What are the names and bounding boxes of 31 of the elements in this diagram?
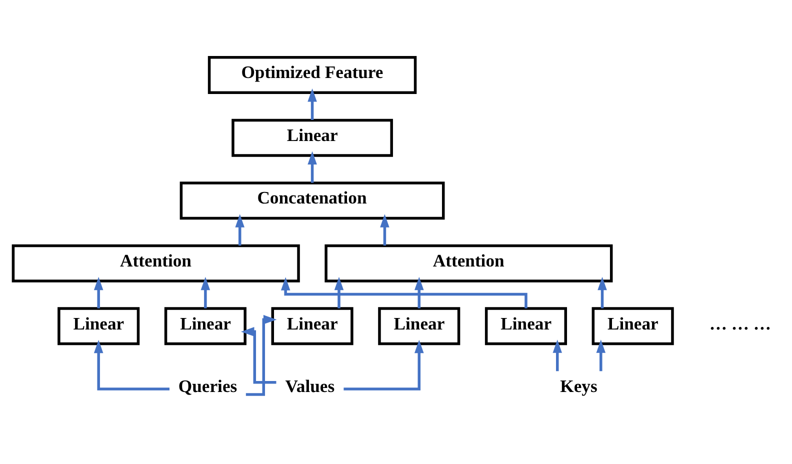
arrow (246, 314, 277, 396)
node-box: Attention (324, 244, 613, 282)
node-box: Linear (58, 307, 140, 346)
node-box: Concatenation (180, 182, 445, 220)
arrow (308, 88, 317, 120)
arrow (334, 276, 344, 308)
node-box: Linear (592, 307, 674, 346)
arrow (94, 276, 104, 308)
arrow (308, 151, 317, 183)
node-text: Queries (178, 376, 238, 396)
node-box: Linear (271, 307, 354, 346)
node-box: Attention (12, 244, 300, 282)
node-text: Values (285, 376, 335, 396)
arrow (200, 276, 210, 308)
arrow (280, 277, 528, 308)
arrow (235, 214, 244, 246)
arrow (598, 276, 607, 308)
node-box: Linear (484, 307, 568, 346)
node-box: Linear (378, 307, 460, 346)
arrow (380, 214, 390, 246)
node-box: Linear (232, 118, 393, 157)
node-box: Linear (164, 307, 246, 346)
node-box: Optimized Feature (208, 56, 417, 94)
node-text: Keys (560, 376, 598, 396)
arrow (414, 276, 424, 308)
arrow (596, 340, 606, 372)
arrow (344, 340, 424, 390)
arrow (552, 340, 562, 372)
arrow (94, 340, 170, 390)
arrow (240, 327, 276, 384)
label: … … … (709, 313, 772, 334)
